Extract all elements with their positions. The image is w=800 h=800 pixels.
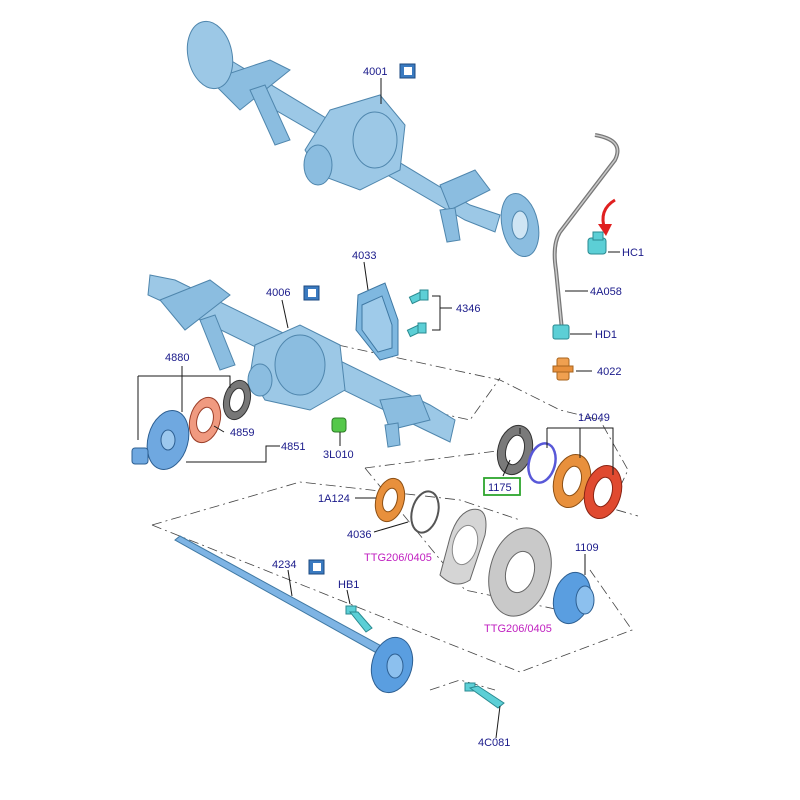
label-1109[interactable]: 1109 (575, 542, 599, 554)
wheel-stud[interactable] (464, 682, 505, 709)
seal-1a124[interactable] (371, 475, 409, 525)
label-4880[interactable]: 4880 (165, 352, 189, 364)
book-icon[interactable] (303, 285, 320, 301)
label-4859[interactable]: 4859 (230, 427, 254, 439)
label-3l010[interactable]: 3L010 (323, 449, 354, 461)
label-4022[interactable]: 4022 (597, 366, 621, 378)
flange-4851[interactable] (131, 406, 195, 474)
brake-hose[interactable] (552, 133, 620, 331)
label-4036[interactable]: 4036 (347, 529, 371, 541)
label-1a124[interactable]: 1A124 (318, 493, 350, 505)
brake-rotor[interactable] (479, 521, 560, 623)
label-4c081[interactable]: 4C081 (478, 737, 510, 749)
label-4234[interactable]: 4234 (272, 559, 296, 571)
snap-ring-4036[interactable] (407, 488, 443, 535)
hose-fitting[interactable] (552, 324, 570, 340)
book-icon[interactable] (399, 63, 416, 79)
label-4001[interactable]: 4001 (363, 66, 387, 78)
wheel-hub-1109[interactable] (548, 568, 596, 628)
book-icon[interactable] (308, 559, 325, 575)
brake-fitting[interactable] (552, 357, 574, 381)
label-1a049[interactable]: 1A049 (578, 412, 610, 424)
gasket-4859[interactable] (185, 394, 226, 446)
label-4a058[interactable]: 4A058 (590, 286, 622, 298)
leader-lines (137, 78, 620, 739)
label-ttg-rotor[interactable]: TTG206/0405 (484, 623, 552, 635)
label-4346[interactable]: 4346 (456, 303, 480, 315)
hose-clip[interactable] (587, 231, 607, 255)
direction-arrow-head (598, 224, 612, 236)
label-ttg-backing[interactable]: TTG206/0405 (364, 552, 432, 564)
highlight-box-1175 (483, 477, 521, 496)
axle-housing[interactable] (147, 274, 456, 448)
axle-shaft[interactable] (174, 535, 419, 697)
seal-ring-left[interactable] (219, 377, 254, 422)
seal-1175[interactable] (492, 421, 538, 478)
label-1175[interactable]: 1175 (488, 482, 512, 494)
label-4851[interactable]: 4851 (281, 441, 305, 453)
label-4006[interactable]: 4006 (266, 287, 290, 299)
differential-cover[interactable] (355, 282, 399, 361)
label-hd1[interactable]: HD1 (595, 329, 617, 341)
bearing-1a049[interactable] (548, 450, 628, 522)
backing-plate[interactable] (439, 508, 487, 585)
vent-plug[interactable] (331, 417, 347, 433)
label-hc1[interactable]: HC1 (622, 247, 644, 259)
label-hb1[interactable]: HB1 (338, 579, 359, 591)
cover-bolts[interactable] (406, 289, 429, 338)
label-4033[interactable]: 4033 (352, 250, 376, 262)
axle-assembly-top[interactable] (181, 17, 544, 260)
wheel-bolt[interactable] (345, 605, 373, 633)
part-labels: 4001 4006 4033 4346 HC1 4A058 HD1 4022 4… (165, 66, 644, 749)
